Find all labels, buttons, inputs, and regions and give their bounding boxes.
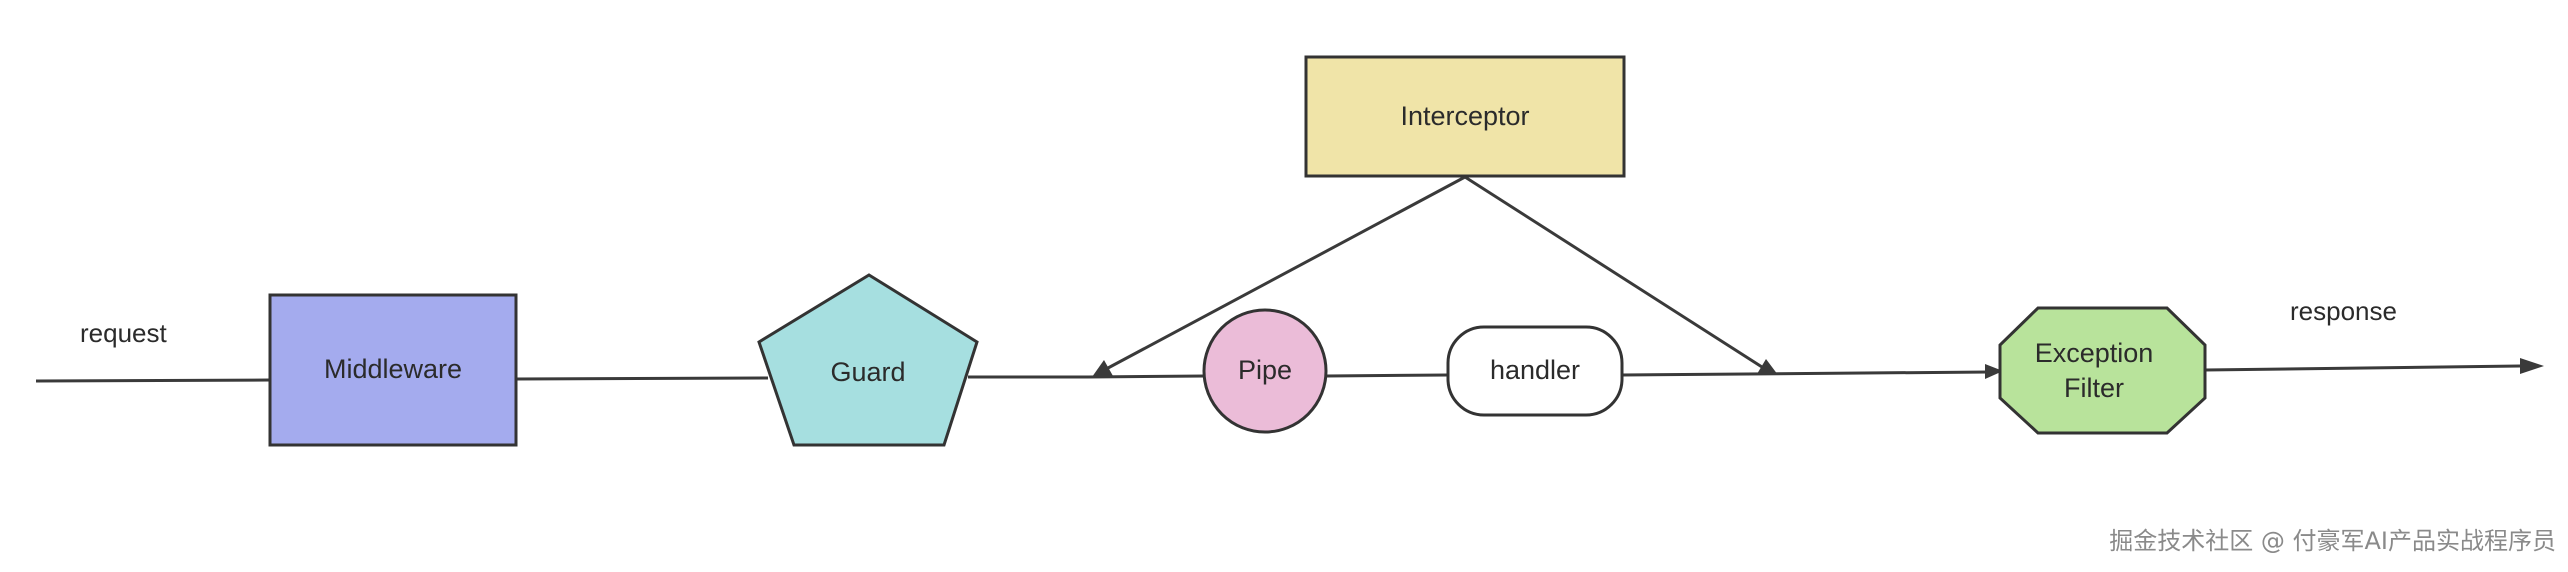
watermark-text: 掘金技术社区 @ 付豪军AI产品实战程序员 — [2109, 527, 2556, 555]
guard-pentagon — [757, 273, 979, 447]
interceptor-branches — [1107, 175, 1763, 370]
guard-label: Guard — [830, 357, 905, 387]
middleware-node: Middleware — [268, 293, 518, 447]
exception-filter-octagon — [1998, 306, 2207, 435]
interceptor-box — [1304, 55, 1626, 178]
pipe-node: Pipe — [1202, 308, 1328, 434]
arrowhead-into-exception-filter — [1985, 364, 2003, 379]
exception-filter-label-line1: Exception — [2035, 338, 2154, 368]
pipe-label: Pipe — [1238, 355, 1292, 385]
arrowhead-response — [2520, 358, 2544, 374]
pipe-circle — [1202, 308, 1328, 434]
handler-label: handler — [1490, 355, 1580, 385]
arrowhead-interceptor-to-after-handler — [1757, 359, 1778, 375]
middleware-label: Middleware — [324, 354, 462, 384]
arrowhead-interceptor-to-pipe — [1092, 360, 1113, 377]
interceptor-label: Interceptor — [1400, 101, 1529, 131]
exception-filter-label-line2: Filter — [2064, 373, 2124, 403]
interceptor-node: Interceptor — [1304, 55, 1626, 178]
handler-box — [1446, 325, 1624, 417]
request-label: request — [80, 318, 167, 348]
response-label: response — [2290, 296, 2397, 326]
middleware-box — [268, 293, 518, 447]
guard-node: Guard — [757, 273, 979, 447]
handler-node: handler — [1446, 325, 1624, 417]
main-flow-line — [35, 364, 2521, 383]
exception-filter-node: Exception Filter — [1998, 306, 2207, 435]
